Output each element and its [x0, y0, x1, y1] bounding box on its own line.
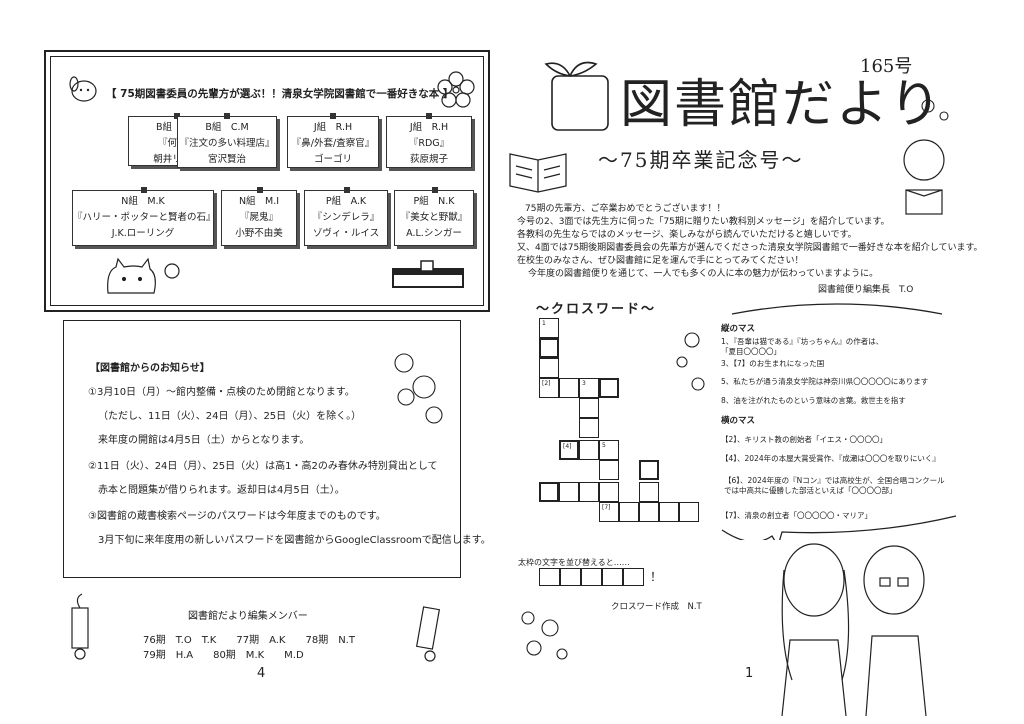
card-student: J組 R.H [313, 122, 353, 133]
book-card: N組 M.I 『屍鬼』 小野不由美 [221, 187, 297, 246]
down-clue: 8、油を注がれたものという意味の言葉。救世主を指す [721, 396, 906, 405]
reading-girl-illustration [903, 139, 945, 215]
across-clue: 【4】、2024年の本屋大賞受賞作、『成瀬は〇〇〇を取りにいく』 [721, 454, 940, 463]
down-clue: 3、【7】のお生まれになった国 [721, 359, 825, 368]
card-title: 『屍鬼』 [239, 212, 278, 223]
pin-icon [426, 113, 432, 119]
across-heading: 横のマス [721, 416, 756, 426]
card-title: 『ハリー・ポッターと賢者の石』 [73, 212, 216, 223]
newsletter-subtitle: ～75期卒業記念号～ [598, 148, 804, 172]
members-row: 79期 H.A 80期 M.K M.D [143, 650, 304, 661]
card-author: 宮沢賢治 [207, 154, 246, 165]
card-title: 『美女と野獣』 [400, 212, 468, 223]
pin-icon [224, 113, 230, 119]
down-clue: 「夏目〇〇〇〇」 [721, 347, 781, 356]
card-student: N組 M.K [121, 196, 165, 207]
book-card: B組 C.M 『注文の多い料理店』 宮沢賢治 [177, 113, 277, 168]
members-row: 76期 T.O T.K 77期 A.K 78期 N.T [143, 635, 355, 646]
open-book-icon [509, 153, 567, 193]
card-student: P組 A.K [325, 196, 367, 207]
card-title: 『鼻/外套/査察官』 [291, 138, 375, 149]
pin-icon [257, 187, 263, 193]
logo-sprout-icon [544, 61, 609, 131]
down-heading: 縦のマス [721, 324, 756, 334]
card-student: N組 M.I [238, 196, 280, 207]
members-heading: 図書館だより編集メンバー [188, 611, 308, 622]
intro-line: 又、4面では75期後期図書委員会の先輩方が選んでくださった清泉女学院図書館で一番… [517, 243, 983, 253]
page-number-right: 1 [745, 666, 754, 681]
pin-icon [141, 187, 147, 193]
card-student: B組 A.N [156, 122, 198, 133]
two-girls-illustration [781, 543, 927, 716]
dog-icon [69, 76, 97, 102]
intro-line: 在校生のみなさん、ぜひ図書館に足を運んで手にとってみてください！ [517, 256, 804, 266]
card-author: ゴーゴリ [313, 154, 352, 165]
book-card: P組 N.K 『美女と野獣』 A.L.シンガー [394, 187, 474, 246]
intro-line: 今年度の図書館便りを通じて、一人でも多くの人に本の魅力が伝わっていますように。 [528, 269, 879, 279]
notice-line: ①3月10日（月）～館内整備・点検のため閉館となります。 [88, 387, 355, 398]
notice-line: 赤本と問題集が借りられます。返却日は4月5日（土）。 [98, 485, 345, 496]
crossword-credit: クロスワード作成 N.T [611, 602, 702, 612]
notice-line: ③図書館の蔵書検索ページのパスワードは今年度までのものです。 [88, 511, 386, 522]
intro-line: 各教科の先生ならではのメッセージ、楽しみながら読んでいただけると嬉しいです。 [517, 230, 857, 240]
bookmark-icon [415, 606, 441, 662]
card-title: 『RDG』 [408, 138, 450, 149]
notice-line: （ただし、11日（火）、24日（月）、25日（火）を除く。） [98, 411, 362, 422]
favorites-panel: 【 75期図書委員の先輩方が選ぶ！！清泉女学院図書館で一番好きな本 】 B組 A… [44, 50, 490, 312]
flower-branch-icon [676, 332, 705, 391]
page-number-left: 4 [257, 666, 266, 681]
notice-heading: 【図書館からのお知らせ】 [90, 363, 210, 374]
flower-sprig-icon [921, 99, 949, 121]
card-author: 荻原規子 [409, 154, 448, 165]
card-title: 『注文の多い料理店』 [179, 138, 275, 149]
card-student: B組 C.M [205, 122, 249, 133]
book-card: P組 A.K 『シンデレラ』 ゾヴィ・ルイス [304, 187, 388, 246]
book-card: J組 R.H 『RDG』 荻原規子 [386, 113, 472, 168]
card-author: 朝井リョウ [129, 152, 225, 168]
card-student: J組 R.H [409, 122, 449, 133]
card-author: 小野不由美 [235, 228, 283, 239]
intro-line: 今号の2、3面では先生方に伺った「75期に贈りたい教科別メッセージ」を紹介してい… [517, 217, 890, 227]
card-title: 『何者』 [129, 136, 225, 152]
answer-exclamation: ！ [650, 570, 663, 584]
bookmark-icon [71, 593, 89, 660]
across-clue: 【7】、清泉の創立者「〇〇〇〇〇・マリア」 [721, 511, 873, 520]
notice-line: 来年度の開館は4月5日（土）からとなります。 [98, 435, 310, 446]
intro-signature: 図書館便り編集長 T.O [818, 285, 914, 295]
across-clue: 【6】、2024年度の『Nコン』では高校生が、全国合唱コンクール [724, 476, 945, 485]
answer-prompt: 太枠の文字を並び替えると…… [518, 558, 630, 567]
intro-line: 75期の先輩方、ご卒業おめでとうございます！！ [525, 204, 726, 214]
across-clue: では中高共に優勝した部活といえば「〇〇〇〇部」 [724, 486, 897, 495]
flower-cluster-icon [521, 611, 568, 660]
pin-icon [432, 187, 438, 193]
card-author: J.K.ローリング [111, 228, 175, 239]
book-stack-icon [392, 260, 464, 288]
newsletter-title: 図書館だより [620, 75, 943, 135]
issue-number: 165号 [860, 56, 913, 77]
crossword-title: ～クロスワード～ [536, 302, 657, 317]
book-card: J組 R.H 『鼻/外套/査察官』 ゴーゴリ [287, 113, 379, 168]
favorites-heading: 【 75期図書委員の先輩方が選ぶ！！清泉女学院図書館で一番好きな本 】 [106, 88, 454, 100]
cat-icon [107, 257, 180, 294]
flower-icon [437, 71, 475, 108]
notice-line: ②11日（火）、24日（月）、25日（火）は高1・高2のみ春休み特別貸出として [88, 461, 438, 472]
card-author: ゾヴィ・ルイス [312, 228, 380, 239]
card-author: A.L.シンガー [406, 228, 462, 239]
down-clue: 5、私たちが通う清泉女学院は神奈川県〇〇〇〇〇にあります [721, 377, 929, 386]
pin-icon [330, 113, 336, 119]
pin-icon [344, 187, 350, 193]
card-student: P組 N.K [413, 196, 455, 207]
book-card: N組 M.K 『ハリー・ポッターと賢者の石』 J.K.ローリング [72, 187, 216, 246]
cherry-blossom-icon [394, 353, 443, 424]
down-clue: 1、『吾輩は猫である』『坊っちゃん』の作者は、 [721, 337, 884, 346]
across-clue: 【2】、キリスト教の創始者「イエス・〇〇〇〇」 [721, 435, 887, 444]
card-title: 『シンデレラ』 [312, 212, 380, 223]
notice-panel: 【図書館からのお知らせ】 ①3月10日（月）～館内整備・点検のため閉館となります… [63, 320, 491, 578]
clue-bubble [721, 303, 957, 540]
notice-line: 3月下旬に来年度用の新しいパスワードを図書館からGoogleClassroomで… [98, 535, 491, 546]
